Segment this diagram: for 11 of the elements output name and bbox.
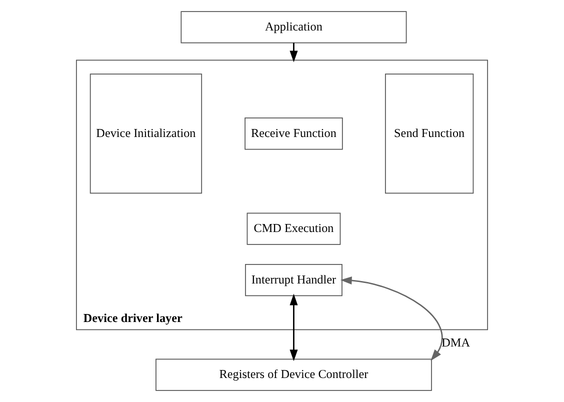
node-box: Interrupt Handler	[245, 264, 342, 296]
arrow	[340, 276, 443, 361]
arrow	[290, 42, 298, 62]
node-box: Registers of Device Controller	[156, 358, 432, 391]
edge-label: DMA	[442, 335, 470, 350]
node-box: Device Initialization	[90, 74, 202, 194]
node-box: Send Function	[385, 74, 474, 194]
node-box: Receive Function	[244, 118, 343, 150]
node-box: Application	[180, 11, 407, 44]
node-box: CMD Execution	[246, 212, 341, 245]
arrow	[290, 294, 298, 362]
